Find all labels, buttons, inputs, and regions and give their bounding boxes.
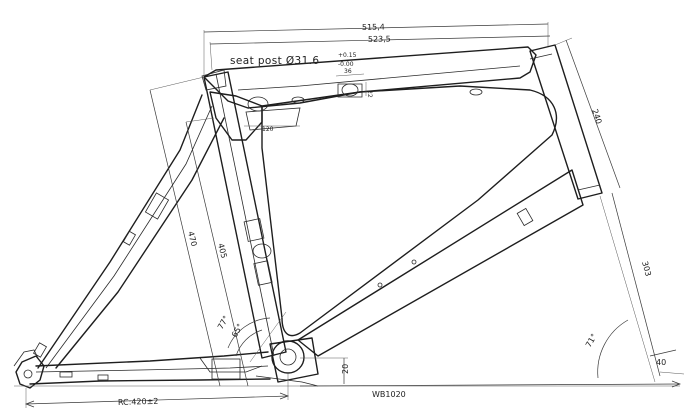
seat-angle-65-label: 65° [230,322,245,339]
head-tube-bearing-bottom [577,184,601,191]
seat-angle-leg [249,311,287,363]
seat-post-label: seat post Ø31.6 [230,55,319,67]
dim-240-label: 240 [590,108,603,125]
rc-arrow-right [279,392,289,400]
chainstay-bridge [211,358,241,380]
dim-470-line [149,89,221,387]
rear-dropout [15,355,45,389]
head-tube [529,44,603,200]
seatstay-port [122,230,137,246]
bottom-bracket-housing [269,337,319,383]
down-tube-cable-guide [516,207,534,227]
seat-post-tol-plus: +0.15 [338,52,357,59]
head-tube-bearing-top [529,53,553,60]
chainstay-upper [35,351,269,367]
seat-stay-mid [45,105,213,369]
top-tube-cable-port-1 [291,96,305,104]
dim-36-line [335,73,365,77]
rc-arrow-left [25,400,35,408]
bb-lower-plate [255,375,319,387]
seat-angle-77-label: 77° [216,314,231,331]
derailleur-hanger [13,349,39,367]
top-tube-boss-hole [341,83,359,97]
dim-303-line [611,192,661,377]
chainstay-port-1 [97,374,109,381]
dim-240-line [565,39,621,189]
down-tube-bottle-boss-2 [411,259,417,265]
seat-stay-outer [37,94,203,369]
front-derailleur-mount [243,218,265,242]
dimension-labels: 515,4 523,5 seat post Ø31.6 +0.15 -0.00 … [118,22,666,407]
top-tube [203,46,537,109]
chainstay-port-2 [59,371,73,378]
chainstay-yoke [199,357,263,373]
rear-center-label: RC:420±2 [118,397,159,407]
seat-stay-inner [55,117,225,369]
top-tube-inner-line [237,65,521,91]
rc-dimension-line [25,395,289,405]
dim-405-ext-top [185,117,215,123]
dim-405-label: 405 [216,242,228,259]
dim-40-line [649,349,677,357]
frame-outline [13,44,603,389]
seat-tube-lug [252,243,272,259]
seat-cluster-badge [247,96,269,112]
dim-523-label: 523,5 [368,34,391,44]
dim-22-label: 22 [366,90,373,98]
seat-angle-arc-77 [227,317,271,349]
wb-dimension-line [299,383,681,387]
seat-tube-bottle-port [253,260,273,286]
dim-515-label: 515,4 [362,22,385,32]
seatstay-bridge [144,192,170,220]
seat-angle-arc-65 [235,329,263,357]
bottom-bracket-shell [271,340,305,374]
fork-axis [599,195,656,383]
chainstay-lower [29,378,271,385]
dim-240-ext [554,37,573,46]
top-tube-cable-port-2 [469,88,483,96]
seat-tube [203,71,287,359]
dim-20-label: 20 [341,364,350,374]
seat-post-tol-minus: -0.00 [338,61,354,68]
dim-405-line [185,121,249,387]
wb-arrow-right [671,380,681,388]
seatstay-lower-port [32,342,48,358]
dim-470-ext-top [149,76,205,91]
dim-470-label: 470 [186,230,198,247]
dim-303-label: 303 [640,260,653,277]
dim-120-label: 120 [262,126,274,133]
dim-523-line [209,35,551,45]
down-tube-bottle-boss-1 [377,282,383,288]
head-angle-arc-71 [597,319,629,379]
down-tube [297,169,584,357]
dim-40-ext [659,371,685,375]
head-angle-71-label: 71° [584,332,599,349]
dim-515-line [203,23,549,33]
dimension-lines [14,22,685,408]
dim-523-ext-left [209,41,213,71]
dim-36-label: 36 [344,68,352,75]
seat-clamp [201,69,227,91]
seat-tube-centerline [215,73,275,357]
wheelbase-label: WB1020 [372,390,406,399]
dim-40-label: 40 [656,358,666,367]
main-triangle-window [261,85,557,337]
chainstay-mid [35,365,269,373]
rear-axle [23,369,33,379]
top-tube-boss [337,83,363,98]
seat-cluster [209,91,263,141]
bottom-bracket-bore [279,348,297,366]
